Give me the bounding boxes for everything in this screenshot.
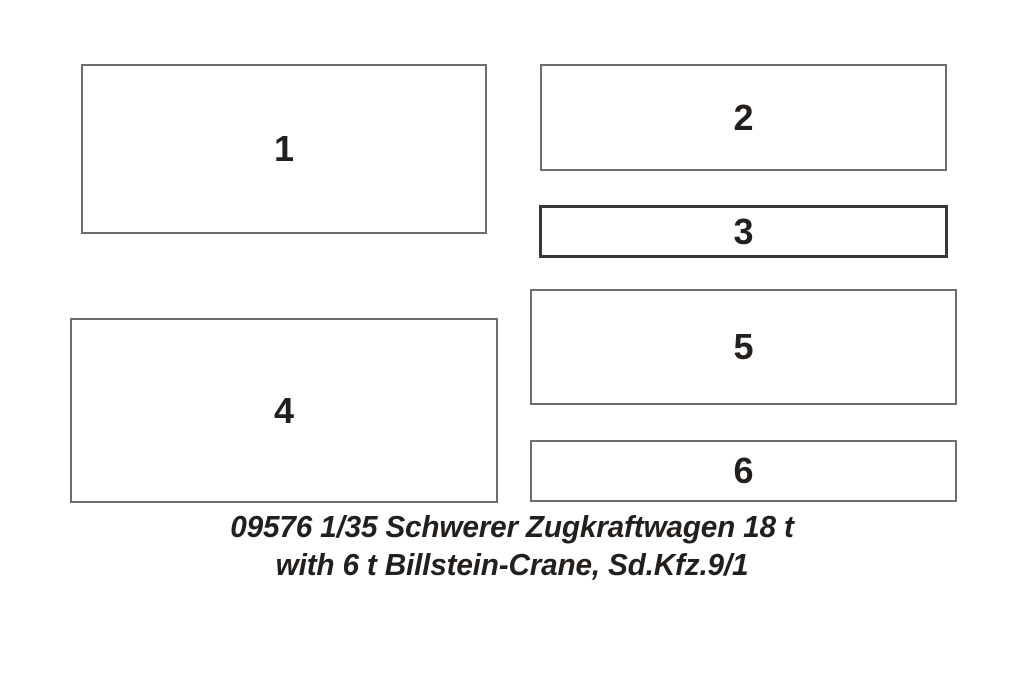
kit-caption-line-1: 09576 1/35 Schwerer Zugkraftwagen 18 t — [230, 509, 794, 544]
part-box-4: 4 — [70, 318, 498, 503]
part-box-5: 5 — [530, 289, 957, 405]
part-box-2: 2 — [540, 64, 947, 171]
kit-caption-line-2: with 6 t Billstein-Crane, Sd.Kfz.9/1 — [275, 547, 749, 582]
part-box-6-label: 6 — [733, 450, 754, 491]
part-box-4-label: 4 — [273, 389, 295, 431]
kit-caption: 09576 1/35 Schwerer Zugkraftwagen 18 t w… — [0, 508, 1024, 584]
part-box-1: 1 — [81, 64, 487, 234]
part-box-5-label: 5 — [733, 326, 754, 367]
part-box-3: 3 — [539, 205, 948, 258]
part-box-3-label: 3 — [733, 210, 754, 252]
part-box-1-label: 1 — [273, 128, 295, 169]
part-box-6: 6 — [530, 440, 957, 502]
part-box-2-label: 2 — [733, 96, 754, 138]
